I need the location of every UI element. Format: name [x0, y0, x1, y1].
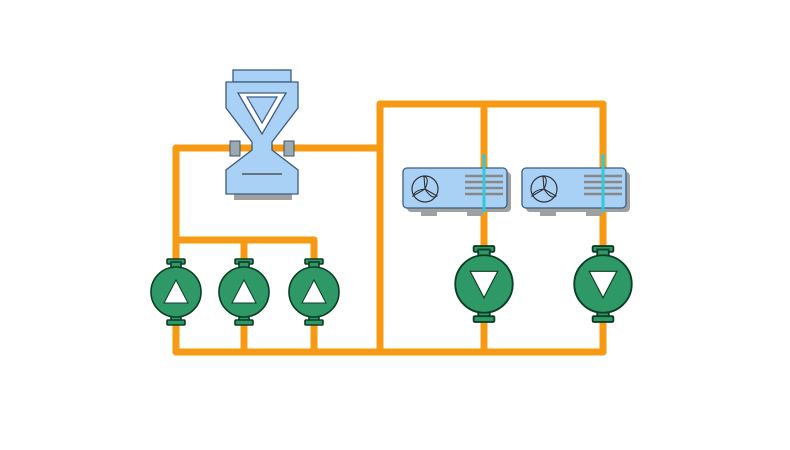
chiller-group	[401, 154, 632, 218]
pump-down-arrow-icon	[573, 245, 633, 323]
pump-down-arrow-icon	[454, 245, 514, 323]
chilled-water-pump-group	[454, 245, 633, 323]
pump-up-arrow-icon	[218, 258, 270, 326]
cooling-tower-icon	[225, 69, 299, 200]
pump-up-arrow-icon	[150, 258, 202, 326]
chiller-unit-icon	[401, 166, 513, 218]
pump-up-arrow-icon	[288, 258, 340, 326]
condenser-pump-group	[150, 258, 340, 326]
chiller-unit-icon	[520, 166, 632, 218]
